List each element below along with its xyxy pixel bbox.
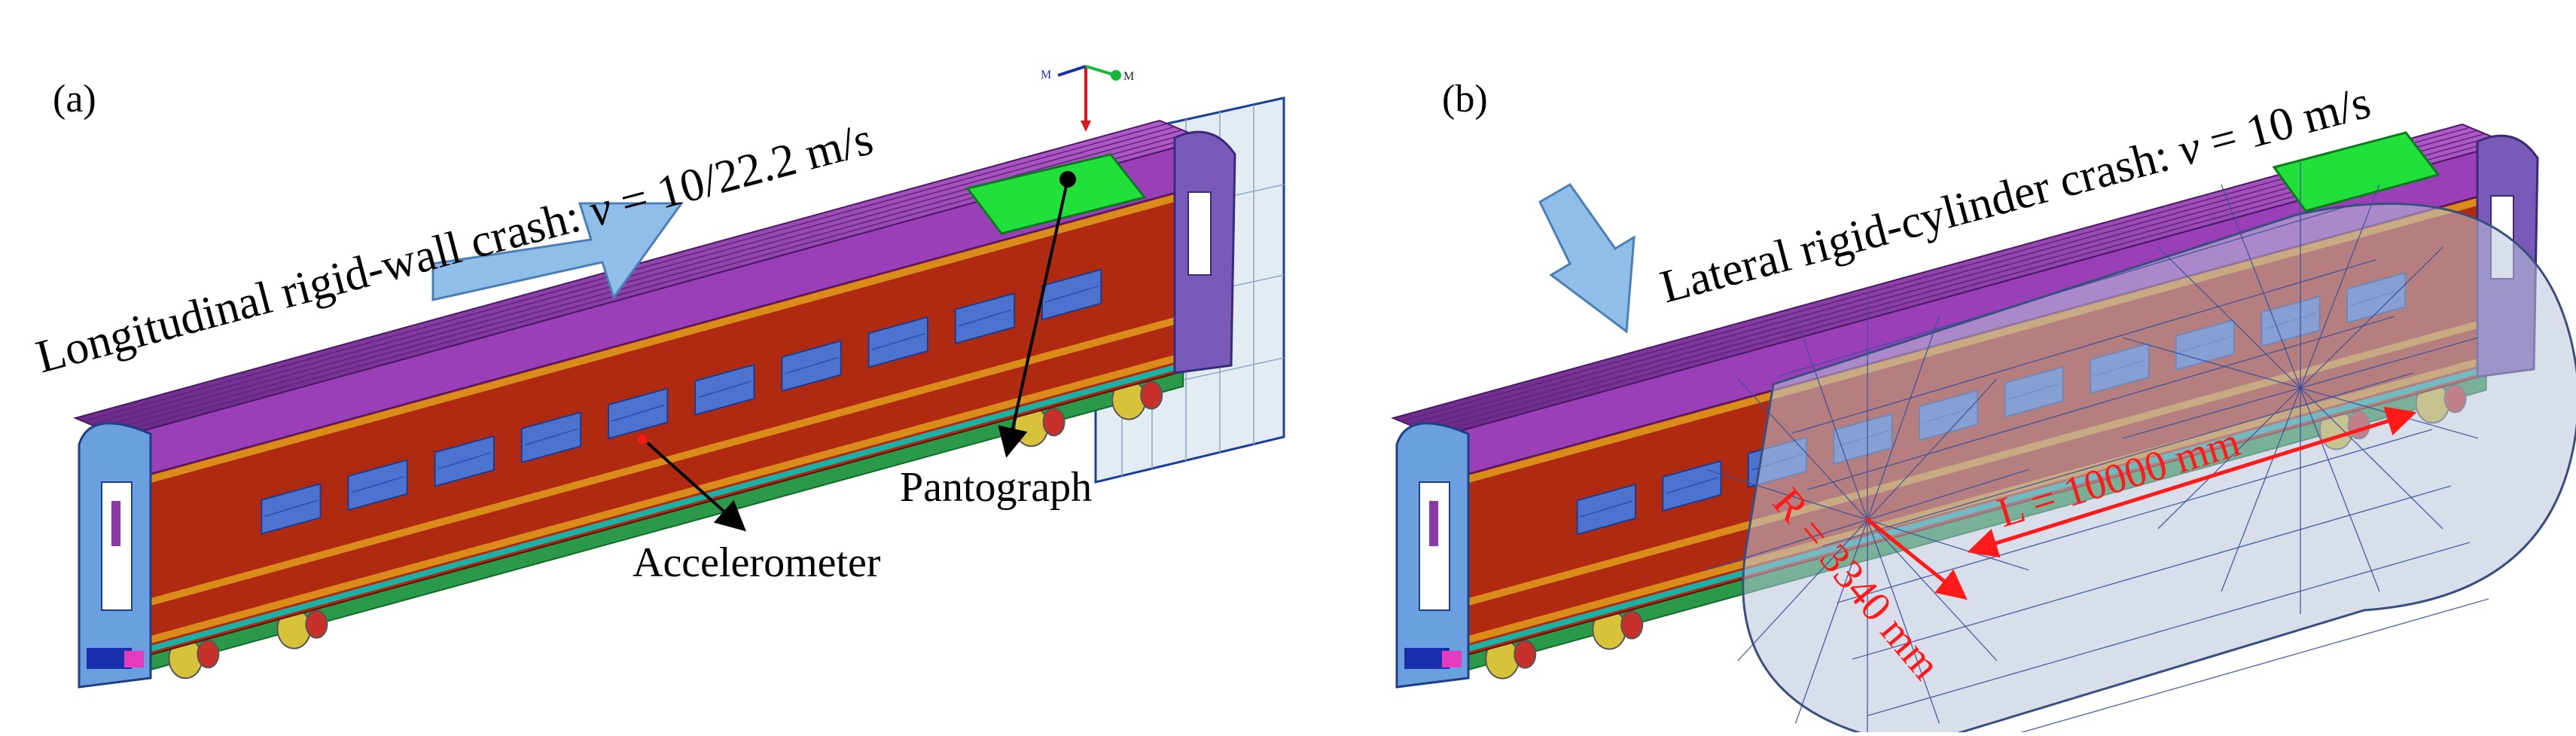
roof-ridge bbox=[90, 126, 1175, 426]
coupler-detail bbox=[1442, 651, 1462, 667]
accelerometer-leader bbox=[646, 441, 746, 532]
window-frame bbox=[524, 428, 578, 446]
panel-b: (b) Lateral rigid-cylinder crash: v = 10… bbox=[1390, 77, 2576, 736]
length-dimension bbox=[1967, 406, 2417, 558]
stripe-teal bbox=[142, 356, 1205, 655]
window-frame bbox=[785, 356, 838, 374]
cylinder-mesh-line bbox=[1867, 519, 1940, 724]
cylinder-mesh-line bbox=[2157, 246, 2301, 389]
pantograph-patch-b bbox=[2272, 131, 2440, 212]
stripe-upper bbox=[142, 186, 1205, 486]
railway-car-a bbox=[72, 119, 1236, 689]
window-frame bbox=[611, 405, 665, 422]
window-frame bbox=[437, 452, 492, 470]
stripe-mid bbox=[142, 309, 1205, 609]
pantograph-leader bbox=[998, 179, 1069, 458]
accelerometer-marker bbox=[638, 435, 647, 444]
bogie-front-2-hub bbox=[305, 609, 328, 639]
accelerometer-label: Accelerometer bbox=[633, 539, 881, 586]
bogie-front-hub bbox=[1514, 640, 1537, 669]
cylinder-mesh-line bbox=[1867, 378, 1998, 521]
triad-left-label: M bbox=[1041, 69, 1051, 81]
coordinate-triad-icon: M M bbox=[1041, 65, 1134, 132]
cylinder-mesh-line bbox=[2300, 246, 2443, 389]
bogie-rear-2-hub bbox=[1140, 380, 1163, 410]
window-frame bbox=[1580, 500, 1633, 518]
end-door-window bbox=[1429, 501, 1438, 546]
pantograph-label: Pantograph bbox=[900, 464, 1092, 511]
cylinder-mesh-line bbox=[2122, 337, 2301, 389]
cylinder-generator-line bbox=[1776, 203, 2358, 377]
coupler-detail bbox=[124, 651, 144, 667]
window-frame bbox=[871, 333, 925, 351]
crash-direction-arrow-b bbox=[1538, 183, 1636, 334]
panel-b-label: (b) bbox=[1442, 78, 1488, 121]
window-frame bbox=[351, 475, 404, 493]
panel-a: (a) M M bbox=[31, 65, 1285, 689]
cylinder-mesh-line bbox=[2221, 184, 2301, 389]
cylinder-mesh-line bbox=[1867, 519, 2029, 571]
cylinder-mesh-line bbox=[2300, 337, 2479, 389]
radius-dimension bbox=[1864, 517, 1968, 600]
rear-door bbox=[1187, 191, 1212, 276]
cylinder-generator-line bbox=[1867, 542, 2471, 716]
triad-right-label: M bbox=[1123, 70, 1134, 83]
window-frame bbox=[264, 499, 318, 518]
bogie-rear-hub bbox=[1042, 408, 1065, 437]
cylinder-mesh-line bbox=[1737, 378, 1868, 521]
cylinder-generator-line bbox=[2007, 598, 2489, 736]
panel-a-label: (a) bbox=[53, 78, 96, 121]
stripe-lower bbox=[142, 347, 1205, 646]
cylinder-mesh-line bbox=[2300, 184, 2380, 389]
bogie-front-hub bbox=[197, 640, 220, 669]
cylinder-mesh-line bbox=[1867, 316, 1940, 521]
window-frame bbox=[697, 380, 751, 399]
cylinder-mesh-line bbox=[1706, 519, 1868, 571]
window-frame bbox=[958, 309, 1012, 327]
pantograph-patch bbox=[965, 153, 1147, 235]
cylinder-generator-line bbox=[1791, 259, 2376, 434]
cylinder-generator-line bbox=[1806, 316, 2395, 490]
window-frame bbox=[1044, 286, 1099, 303]
crash-direction-arrow bbox=[431, 202, 684, 301]
cylinder-mesh-line bbox=[1867, 519, 1998, 661]
cylinder-mesh-line bbox=[1794, 316, 1868, 521]
cylinder-mesh-line bbox=[1706, 469, 1868, 521]
bogie-front-2-hub bbox=[1620, 610, 1644, 640]
end-door-window bbox=[111, 501, 120, 546]
cylinder-mesh-line bbox=[1794, 519, 1868, 724]
cylinder-mesh-line bbox=[1737, 519, 1868, 661]
window-frame bbox=[1665, 477, 1718, 494]
